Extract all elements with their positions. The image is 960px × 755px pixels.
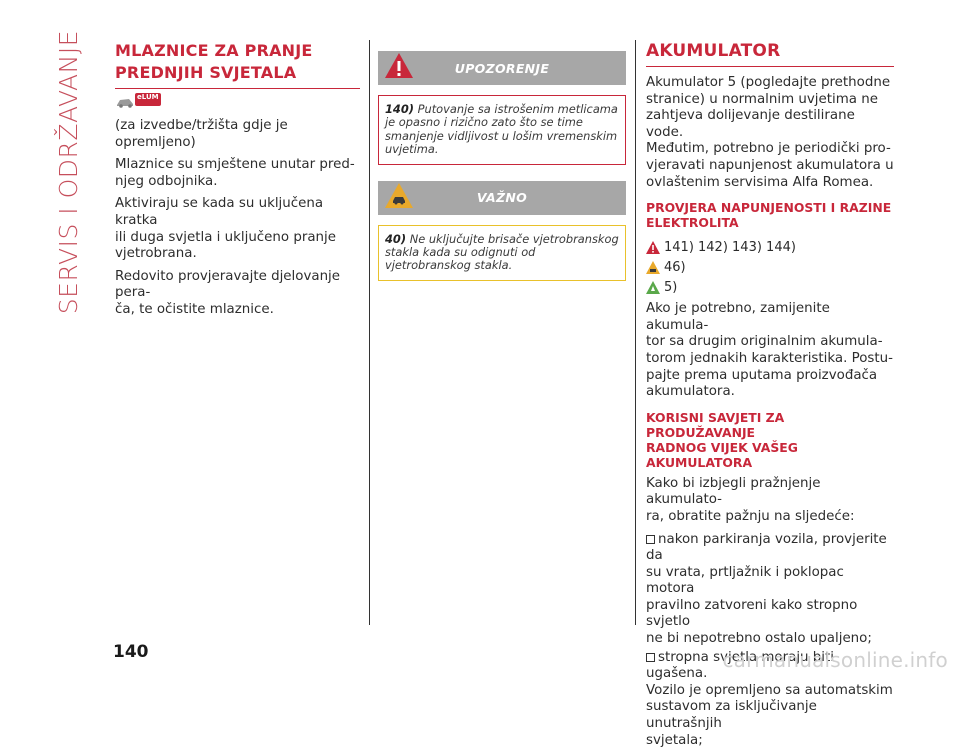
watermark-text: carmanualsonline.info — [722, 648, 948, 672]
elum-badge-text: eLUM — [137, 93, 159, 101]
heading-line-1: MLAZNICE ZA PRANJE — [115, 41, 313, 60]
heading-headlamp-washers: MLAZNICE ZA PRANJE PREDNJIH SVJETALA — [115, 40, 360, 84]
warning-text: Putovanje sa istrošenim metlicama je opa… — [385, 102, 618, 157]
heading-battery-rule — [646, 66, 894, 67]
paragraph-availability: (za izvedbe/tržišta gdje je opremljeno) — [115, 118, 288, 150]
ref-row-important: 46) — [646, 256, 894, 275]
warning-box-header: UPOZORENJE — [378, 51, 626, 85]
important-box-header: VAŽNO — [378, 180, 626, 215]
bullet-text-parking: nakon parkiranja vozila, provjerite da s… — [646, 531, 887, 647]
paragraph-battery-replace: Ako je potrebno, zamijenite akumula- tor… — [646, 301, 893, 400]
subheading-charge-check: PROVJERA NAPUNJENOSTI I RAZINE ELEKTROLI… — [646, 200, 892, 231]
paragraph-tips-intro: Kako bi izbjegli pražnjenje akumulato- r… — [646, 475, 855, 524]
ref-warning-numbers: 141) 142) 143) 144) — [664, 240, 796, 256]
important-box-body: 40) Ne uključujte brisače vjetrobranskog… — [378, 224, 626, 281]
column-divider-right — [635, 40, 636, 625]
important-text: Ne uključujte brisače vjetrobranskog sta… — [385, 231, 619, 273]
column-divider-left — [369, 40, 370, 625]
heading-rule — [115, 88, 360, 89]
bullet-square-icon — [646, 534, 655, 544]
warning-box: UPOZORENJE 140) Putovanje sa istrošenim … — [378, 51, 626, 165]
paragraph-maintenance: Redovito provjeravajte djelovanje pera- … — [115, 268, 341, 317]
left-column: MLAZNICE ZA PRANJE PREDNJIH SVJETALA eLU… — [115, 40, 360, 325]
important-car-icon — [384, 182, 414, 214]
paragraph-activation: Aktiviraju se kada su uključena kratka i… — [115, 196, 336, 262]
ref-environment-numbers: 5) — [664, 280, 678, 296]
page-number: 140 — [113, 642, 149, 662]
environment-small-icon — [646, 281, 660, 295]
heading-battery: AKUMULATOR — [646, 41, 781, 61]
option-icon: eLUM — [115, 92, 360, 108]
important-title: VAŽNO — [476, 190, 528, 206]
warning-triangle-icon — [384, 52, 414, 84]
heading-line-2: PREDNJIH SVJETALA — [115, 63, 297, 82]
subheading-battery-tips: KORISNI SAVJETI ZA PRODUŽAVANJE RADNOG V… — [646, 409, 798, 470]
paragraph-battery-intro: Akumulator 5 (pogledajte prethodne stran… — [646, 75, 894, 190]
ref-important-numbers: 46) — [664, 260, 686, 276]
warning-ref-number: 140) — [385, 102, 414, 116]
bullet-item-parking: nakon parkiranja vozila, provjerite da s… — [646, 532, 894, 648]
paragraph-location: Mlaznice su smještene unutar pred- njeg … — [115, 157, 355, 189]
important-box: VAŽNO 40) Ne uključujte brisače vjetrobr… — [378, 180, 626, 281]
warning-title: UPOZORENJE — [454, 60, 550, 76]
car-washer-icon — [117, 93, 161, 108]
important-small-icon — [646, 261, 660, 275]
important-ref-number: 40) — [385, 231, 407, 246]
ref-row-warning: 141) 142) 143) 144) — [646, 236, 894, 255]
ref-row-environment: 5) — [646, 276, 894, 295]
bullet-square-icon — [646, 652, 655, 662]
warning-small-icon — [646, 241, 660, 255]
warning-box-body: 140) Putovanje sa istrošenim metlicama j… — [378, 95, 626, 165]
middle-column: UPOZORENJE 140) Putovanje sa istrošenim … — [378, 51, 626, 281]
section-sidebar-title: SERVIS I ODRŽAVANJE — [54, 30, 83, 315]
